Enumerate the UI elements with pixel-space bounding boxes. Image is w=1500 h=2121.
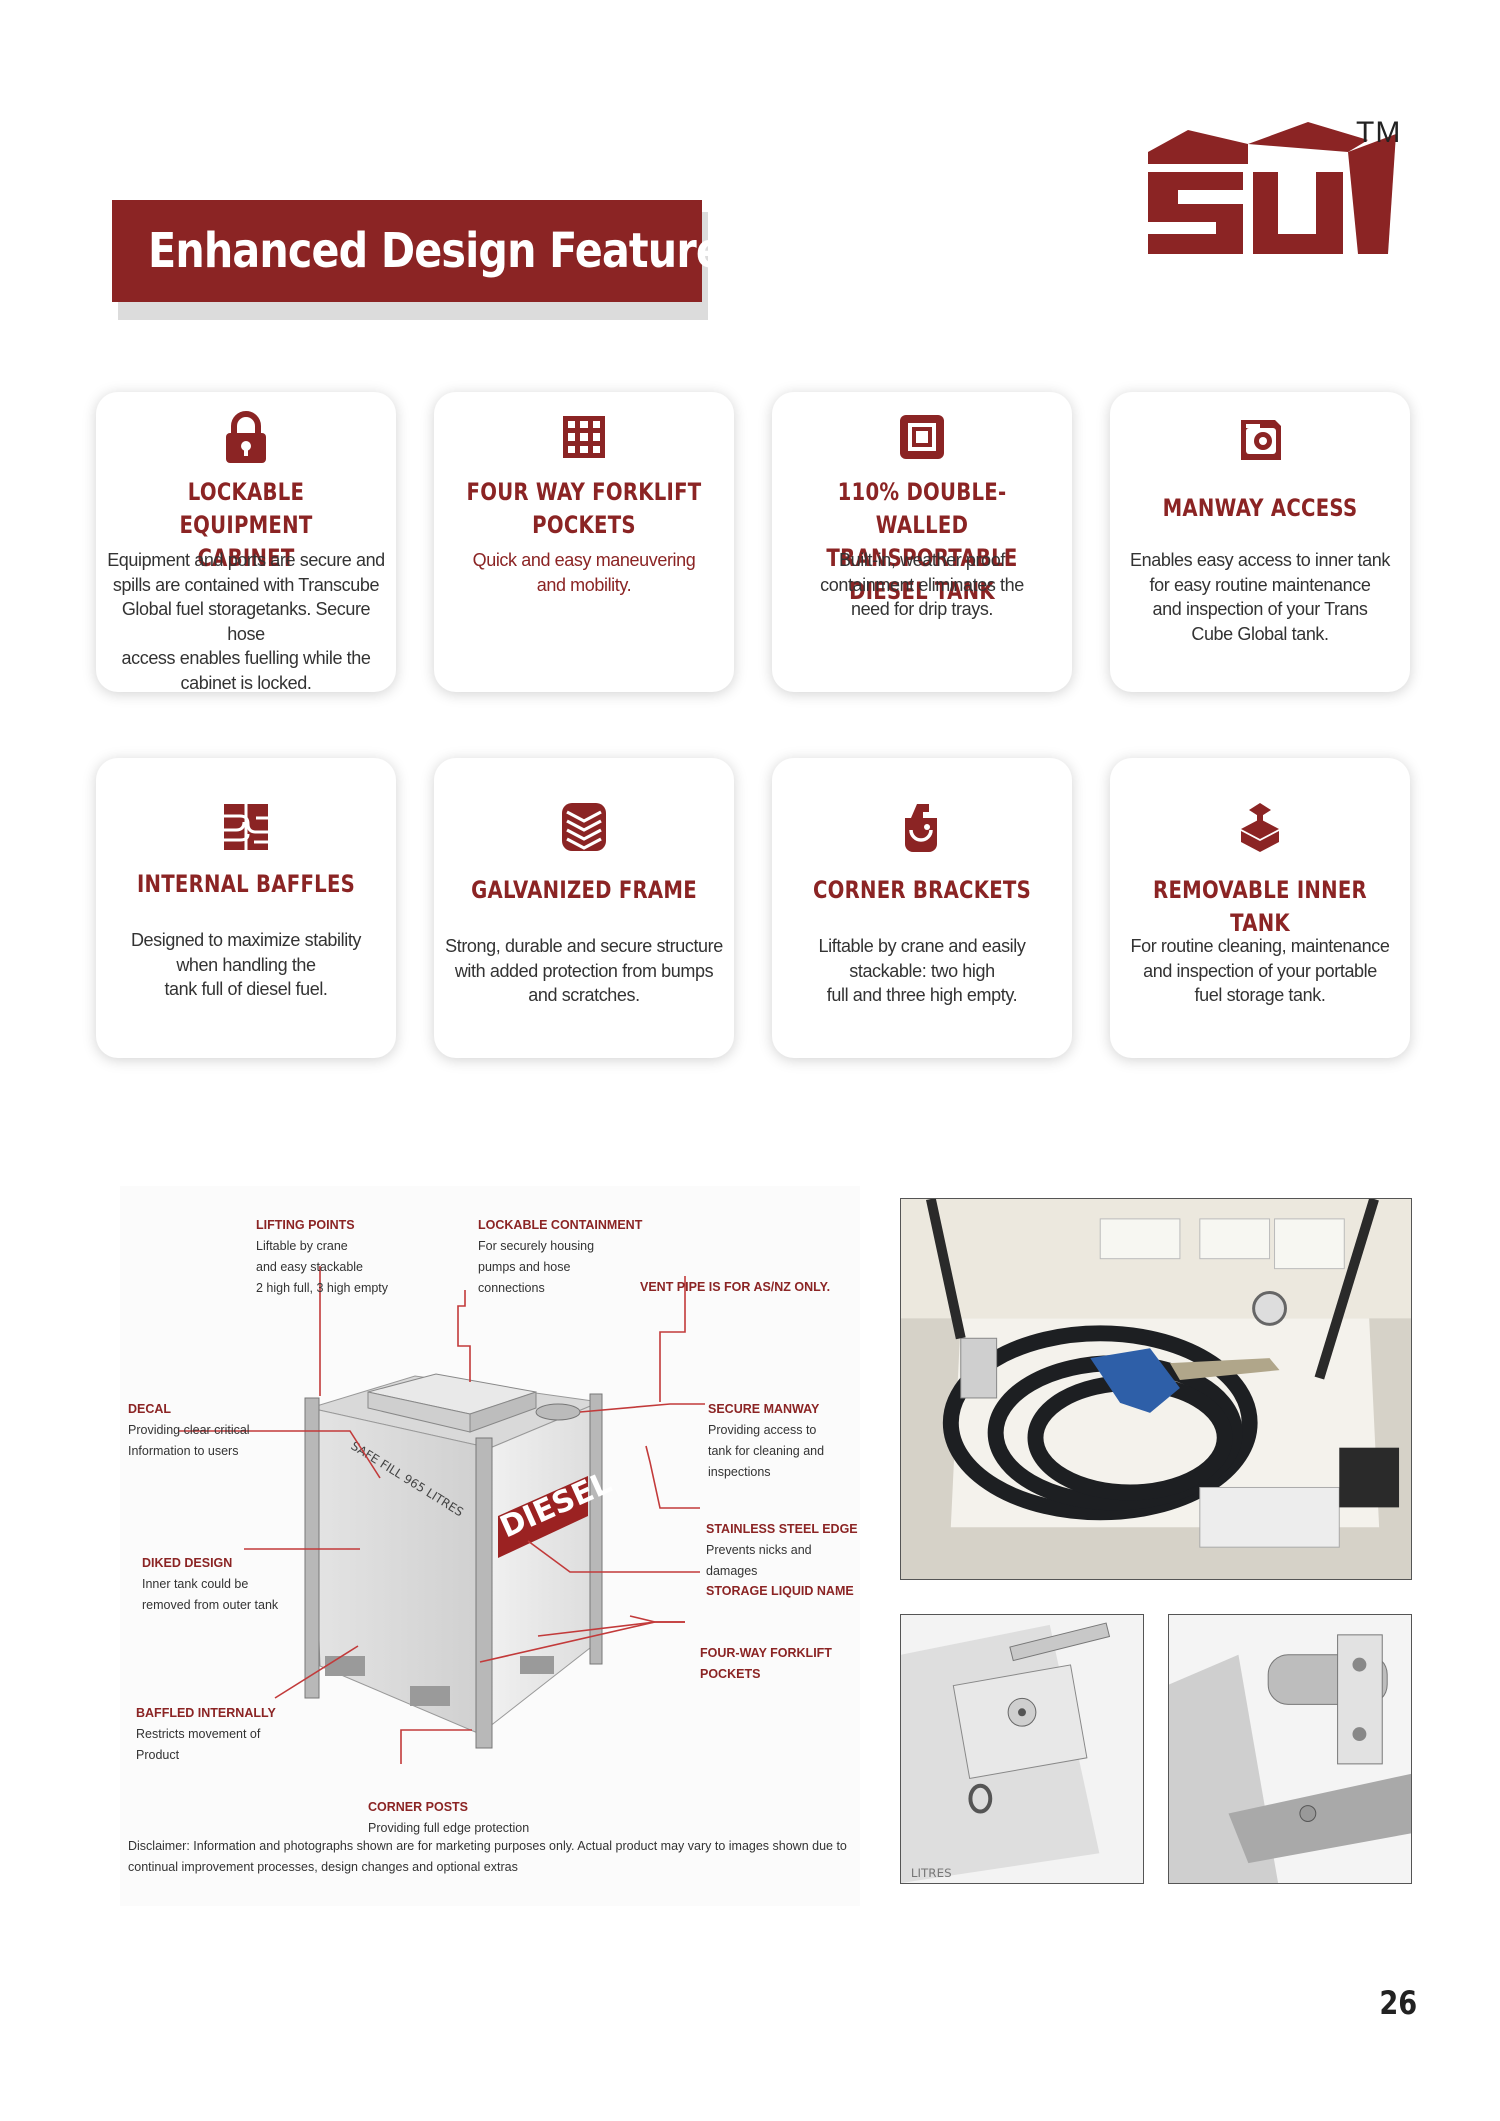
feature-title: LOCKABLE EQUIPMENT CABINET <box>179 478 313 572</box>
label-vent-pipe: VENT PIPE IS FOR AS/NZ ONLY. <box>640 1280 831 1294</box>
label-four-way-forklift: FOUR-WAY FORKLIFT POCKETS <box>700 1646 832 1681</box>
forklift-grid-icon <box>559 410 609 464</box>
tank-diagram: DIESEL SAFE FILL 965 LITRES LIFTING POIN… <box>120 1186 860 1906</box>
feature-card: CORNER BRACKETS Liftable by crane and eas… <box>772 758 1072 1058</box>
feature-description: Strong, durable and secure structure wit… <box>445 936 723 1005</box>
feature-title: INTERNAL BAFFLES <box>136 870 356 898</box>
feature-title: 110% DOUBLE-WALLED TRANSPORTABLE DIESEL … <box>826 478 1018 605</box>
manway-icon <box>1235 410 1285 464</box>
feature-card: INTERNAL BAFFLES Designed to maximize sta… <box>96 758 396 1058</box>
manway-closeup-photo: LITRES <box>900 1614 1144 1884</box>
label-storage-liquid-name: STORAGE LIQUID NAME <box>706 1584 854 1598</box>
galvanized-frame-icon <box>559 800 609 854</box>
feature-description: Enables easy access to inner tank for ea… <box>1130 550 1390 644</box>
label-secure-manway: SECURE MANWAY Providing access to tank f… <box>708 1402 825 1479</box>
cabinet-interior-photo <box>900 1198 1412 1580</box>
corner-bracket-photo <box>1168 1614 1412 1884</box>
tank-illustration: DIESEL SAFE FILL 965 LITRES <box>178 1266 705 1764</box>
feature-card: GALVANIZED FRAME Strong, durable and secu… <box>434 758 734 1058</box>
feature-title: MANWAY ACCESS <box>1162 494 1358 522</box>
padlock-icon <box>221 410 271 464</box>
feature-description: Designed to maximize stability when hand… <box>130 930 362 999</box>
header-banner: Enhanced Design Features <box>112 200 748 302</box>
baffles-icon <box>221 800 271 854</box>
feature-description: Equipment and ports are secure and spill… <box>107 550 385 693</box>
feature-card: MANWAY ACCESS Enables easy access to inne… <box>1110 392 1410 692</box>
feature-card: FOUR WAY FORKLIFT POCKETS Quick and easy … <box>434 392 734 692</box>
double-wall-icon <box>897 410 947 464</box>
feature-title: REMOVABLE INNER TANK <box>1153 876 1367 937</box>
feature-title: GALVANIZED FRAME <box>471 876 697 904</box>
corner-bracket-icon <box>897 800 947 854</box>
feature-card: 110% DOUBLE-WALLED TRANSPORTABLE DIESEL … <box>772 392 1072 692</box>
feature-description: Built-in, weather proof containment elim… <box>820 550 1024 619</box>
feature-title: FOUR WAY FORKLIFT POCKETS <box>466 478 702 539</box>
disclaimer: Disclaimer: Information and photographs … <box>128 1839 847 1874</box>
closeup-text: LITRES <box>911 1866 952 1880</box>
feature-description: Liftable by crane and easily stackable: … <box>818 936 1026 1005</box>
removable-tank-icon <box>1235 800 1285 854</box>
trademark: TM <box>1356 116 1402 149</box>
page-number: 26 <box>1379 1984 1418 2022</box>
brand-logo <box>1148 122 1396 254</box>
feature-description: Quick and easy maneuvering and mobility. <box>472 550 696 595</box>
feature-title: CORNER BRACKETS <box>812 876 1032 904</box>
feature-description: For routine cleaning, maintenance and in… <box>1130 936 1390 1005</box>
page-title: Enhanced Design Features <box>148 223 748 279</box>
